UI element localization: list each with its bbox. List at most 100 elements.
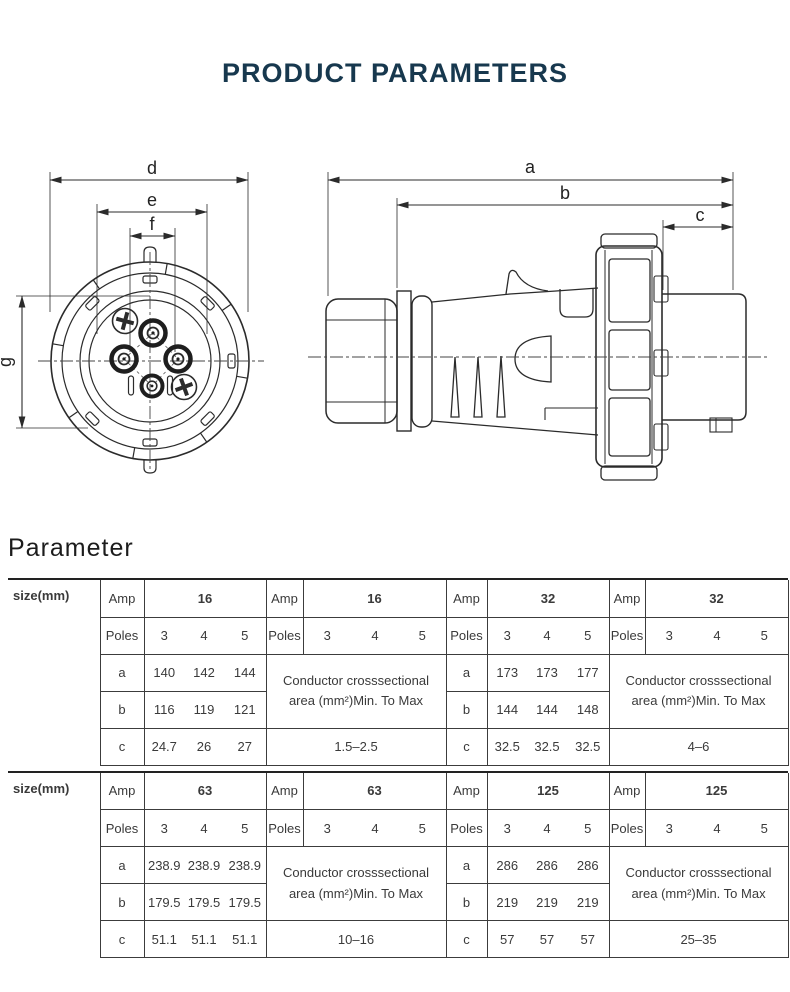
dim-value: 144 xyxy=(527,690,567,729)
key-slot xyxy=(127,375,135,396)
front-view-drawing xyxy=(16,172,264,474)
drawings-svg: d e f g xyxy=(0,157,768,481)
dim-row-label: a xyxy=(445,653,488,692)
dim-label-a: a xyxy=(525,157,536,177)
dim-value: 286 xyxy=(486,846,527,884)
dim-row-label: c xyxy=(445,920,488,958)
dim-value: 121 xyxy=(224,690,267,729)
pole-count: 5 xyxy=(399,809,447,847)
dim-value: 32.5 xyxy=(486,727,527,766)
pole-count: 4 xyxy=(351,809,399,847)
pole-count: 3 xyxy=(486,809,527,847)
size-table-block-1: size(mm) Amp 16 Amp 16 Amp 32 Amp 32 Pol… xyxy=(8,578,789,766)
body-rib xyxy=(450,356,460,418)
amp-value: 16 xyxy=(143,580,267,618)
plug-body-top xyxy=(431,287,599,303)
dim-row-label: b xyxy=(99,690,145,729)
dim-value: 24.7 xyxy=(143,727,184,766)
pole-count: 5 xyxy=(224,809,267,847)
dim-value: 57 xyxy=(567,920,610,958)
dim-value: 179.5 xyxy=(143,883,184,921)
conductor-note: Conductor crosssectional area (mm²)Min. … xyxy=(265,846,447,921)
size-table-block-2: size(mm) Amp 63 Amp 63 Amp 125 Amp 125 P… xyxy=(8,770,789,958)
pole-count: 5 xyxy=(567,616,610,655)
dim-row-label: c xyxy=(445,727,488,766)
dim-value: 219 xyxy=(527,883,567,921)
dim-value: 32.5 xyxy=(567,727,610,766)
amp-label: Amp xyxy=(265,772,304,810)
dim-label-c: c xyxy=(696,205,705,225)
amp-value: 32 xyxy=(486,580,610,618)
dim-value: 148 xyxy=(567,690,610,729)
poles-label: Poles xyxy=(608,616,646,655)
amp-value: 125 xyxy=(644,772,789,810)
pole-count: 3 xyxy=(302,616,351,655)
poles-label: Poles xyxy=(99,809,145,847)
pole-count: 3 xyxy=(486,616,527,655)
top-notch xyxy=(559,289,594,318)
poles-label: Poles xyxy=(608,809,646,847)
conductor-note: Conductor crosssectional area (mm²)Min. … xyxy=(608,846,789,921)
dim-label-f: f xyxy=(149,214,155,234)
amp-label: Amp xyxy=(608,772,646,810)
pole-count: 3 xyxy=(644,809,694,847)
pole-count: 4 xyxy=(184,616,224,655)
dim-value: 286 xyxy=(527,846,567,884)
pole-count: 4 xyxy=(693,809,742,847)
dim-value: 144 xyxy=(224,653,267,692)
dim-value: 179.5 xyxy=(224,883,267,921)
amp-value: 63 xyxy=(143,772,267,810)
dim-value: 140 xyxy=(143,653,184,692)
dim-value: 116 xyxy=(143,690,184,729)
dim-value: 32.5 xyxy=(527,727,567,766)
dim-label-e: e xyxy=(147,190,157,210)
technical-drawings: d e f g xyxy=(0,140,790,492)
pole-count: 3 xyxy=(644,616,693,655)
pole-count: 4 xyxy=(527,809,567,847)
amp-label: Amp xyxy=(608,580,646,618)
pole-count: 5 xyxy=(399,616,447,655)
poles-label: Poles xyxy=(445,616,488,655)
dim-value: 219 xyxy=(567,883,610,921)
dim-row-label: b xyxy=(445,883,488,921)
dim-row-label: b xyxy=(99,883,145,921)
dim-row-label: a xyxy=(99,653,145,692)
body-step xyxy=(544,407,598,420)
size-header: size(mm) xyxy=(8,772,101,958)
dim-row-label: a xyxy=(445,846,488,884)
dim-value: 119 xyxy=(184,690,224,729)
gland-flange xyxy=(396,290,412,432)
amp-label: Amp xyxy=(445,772,488,810)
contact-sleeve xyxy=(662,293,747,421)
contact-pins xyxy=(109,318,193,399)
dim-label-g: g xyxy=(0,357,15,367)
dim-row-label: c xyxy=(99,920,145,958)
dim-value: 27 xyxy=(224,727,267,766)
dim-value: 51.1 xyxy=(184,920,224,958)
amp-label: Amp xyxy=(99,580,145,618)
dim-row-label: b xyxy=(445,690,488,729)
assembly-screws xyxy=(111,307,198,401)
size-table-2: size(mm) Amp 63 Amp 63 Amp 125 Amp 125 P… xyxy=(8,772,789,958)
parameter-tables: size(mm) Amp 16 Amp 16 Amp 32 Amp 32 Pol… xyxy=(8,578,789,958)
amp-value: 63 xyxy=(302,772,447,810)
plug-body-bottom xyxy=(431,420,599,436)
dim-value: 173 xyxy=(527,653,567,692)
pole-count: 3 xyxy=(302,809,351,847)
dim-value: 142 xyxy=(184,653,224,692)
poles-label: Poles xyxy=(265,809,304,847)
poles-label: Poles xyxy=(99,616,145,655)
pole-count: 4 xyxy=(351,616,399,655)
cable-gland-cap xyxy=(325,298,398,424)
amp-label: Amp xyxy=(99,772,145,810)
amp-label: Amp xyxy=(445,580,488,618)
body-rib xyxy=(473,356,483,418)
pole-count: 5 xyxy=(567,809,610,847)
pole-count: 4 xyxy=(527,616,567,655)
dim-value: 144 xyxy=(486,690,527,729)
conductor-range: 1.5–2.5 xyxy=(265,727,447,766)
dim-value: 179.5 xyxy=(184,883,224,921)
grip-dome xyxy=(514,335,552,383)
amp-value: 32 xyxy=(644,580,789,618)
amp-value: 16 xyxy=(302,580,447,618)
